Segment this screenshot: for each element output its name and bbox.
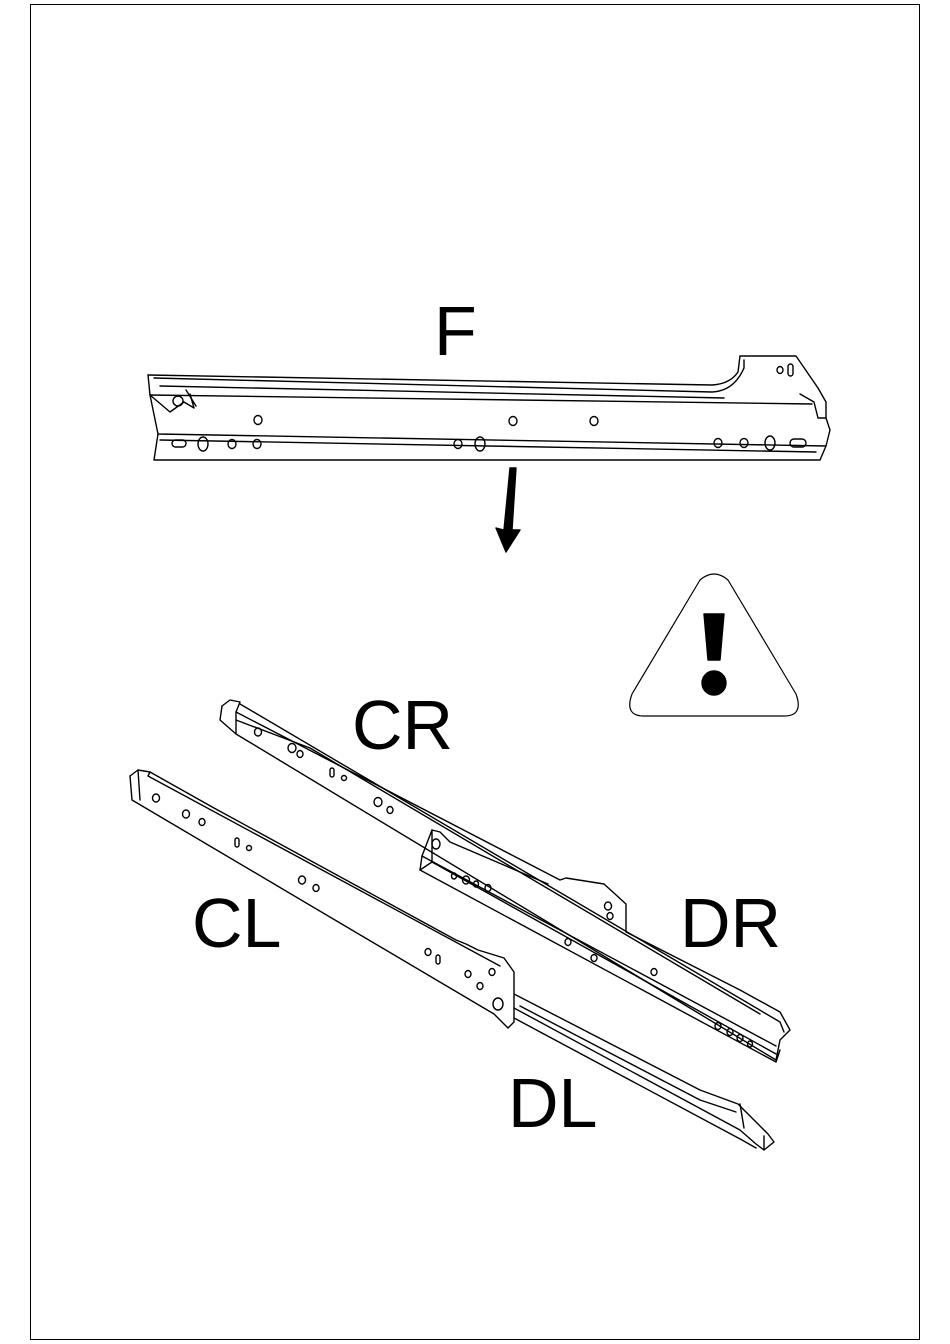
part-label-cr: CR xyxy=(352,690,453,760)
arrow-down-icon xyxy=(496,468,520,552)
part-label-dl: DL xyxy=(508,1068,597,1138)
rail-f xyxy=(148,356,830,460)
part-label-cl: CL xyxy=(192,888,281,958)
part-label-dr: DR xyxy=(680,888,781,958)
rail-cl xyxy=(130,770,514,1028)
warning-triangle-icon xyxy=(630,574,799,716)
part-label-f: F xyxy=(434,296,477,366)
